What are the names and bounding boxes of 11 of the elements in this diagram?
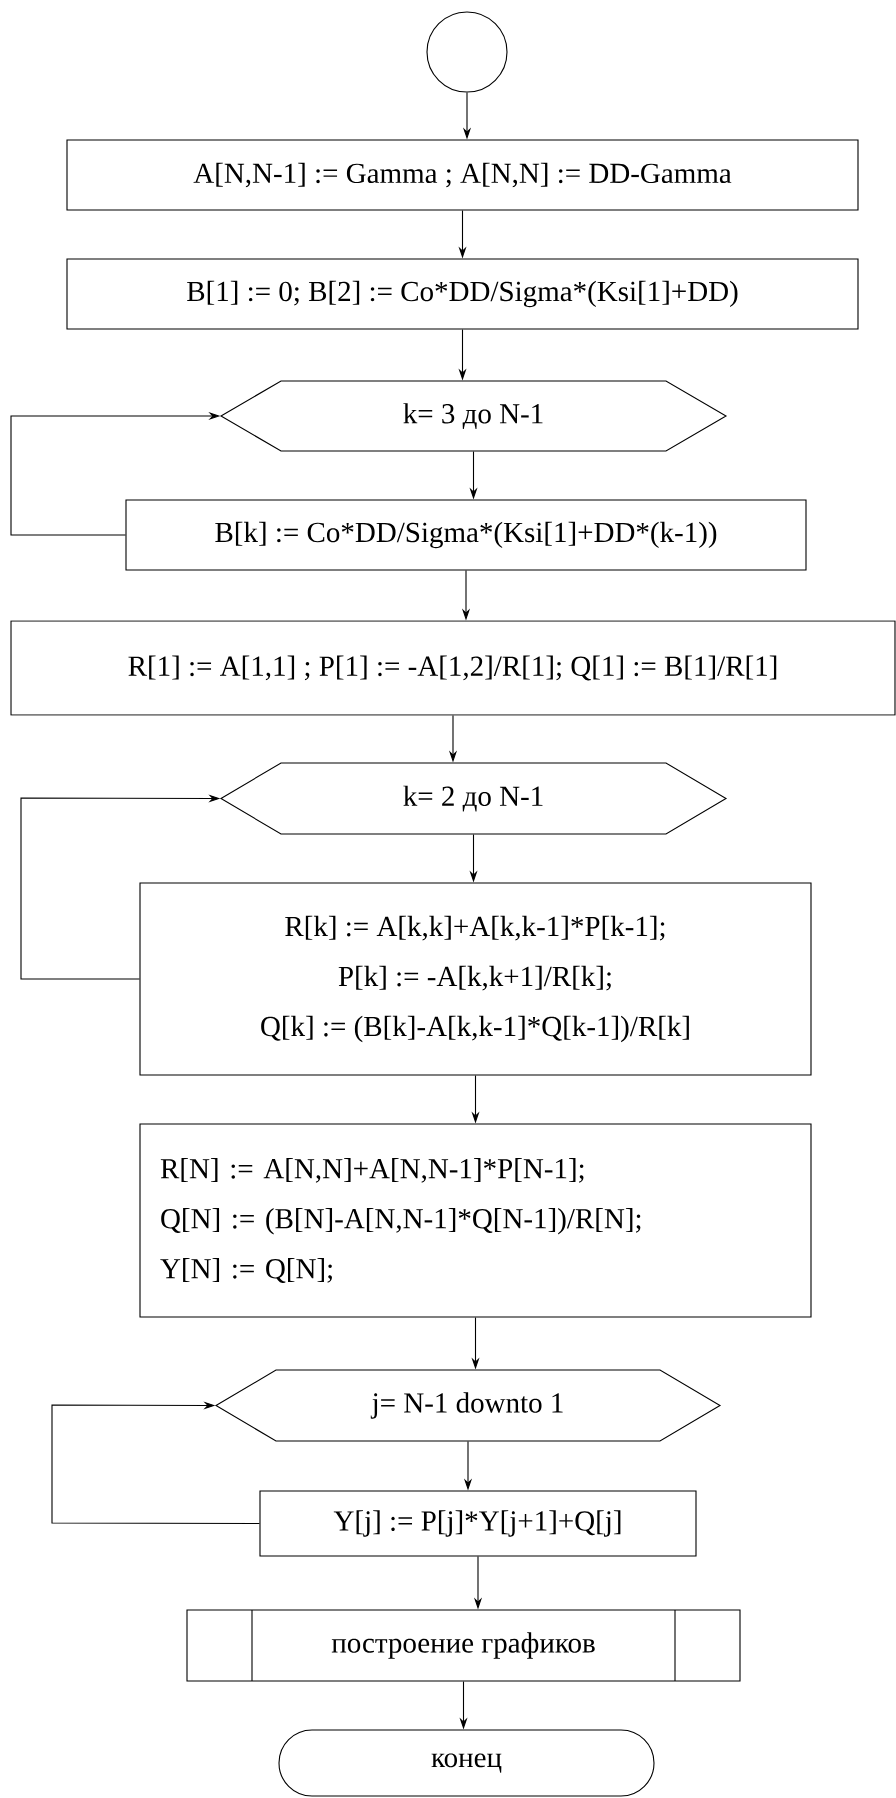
subprocess-box: построение графиков bbox=[186, 1609, 741, 1682]
start-circle bbox=[426, 11, 508, 93]
process-box: B[1] := 0; B[2] := Co*DD/Sigma*(Ksi[1]+DD) bbox=[66, 258, 859, 330]
process-box: R[1] := A[1,1] ; P[1] := -A[1,2]/R[1]; Q[1] := B[1]/R[1] bbox=[10, 620, 896, 716]
process-box: R[N] := A[N,N]+A[N,N-1]*P[N-1]; Q[N] := (B[N]-A[N,N-1]*Q[N-1])/R[N]; Y[N] := Q[N]; bbox=[139, 1123, 812, 1318]
arrow bbox=[51, 1401, 260, 1525]
process-box: A[N,N-1] := Gamma ; A[N,N] := DD-Gamma bbox=[66, 139, 859, 211]
process-box: B[k] := Co*DD/Sigma*(Ksi[1]+DD*(k-1)) bbox=[125, 499, 807, 571]
process-box: R[k] := A[k,k]+A[k,k-1]*P[k-1]; P[k] := -A[k,k+1]/R[k]; Q[k] := (B[k]-A[k,k-1]*Q[k-1])/R[k] bbox=[139, 882, 812, 1076]
terminator: конец bbox=[278, 1729, 655, 1797]
process-box: Y[j] := P[j]*Y[j+1]+Q[j] bbox=[259, 1490, 697, 1557]
